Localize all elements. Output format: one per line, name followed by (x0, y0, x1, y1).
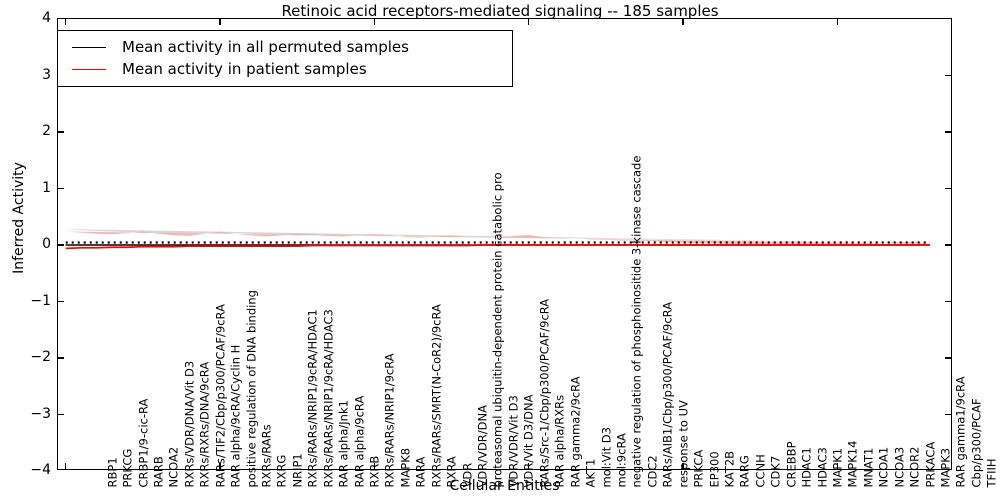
y-tick-mark-right (945, 357, 951, 359)
y-tick-mark (58, 300, 64, 303)
y-tick-mark-right (945, 244, 951, 246)
x-tick-mark-bottom (219, 463, 221, 469)
x-tick-mark-top (373, 19, 376, 25)
patient-std-band (65, 231, 930, 244)
x-tick-mark-top (219, 19, 221, 25)
legend-label-permuted: Mean activity in all permuted samples (122, 38, 409, 56)
y-tick-label: −3 (30, 405, 51, 422)
x-tick-mark-top (527, 19, 530, 25)
x-axis-title: Cellular Entities (449, 478, 560, 494)
y-tick-mark (58, 187, 64, 190)
y-tick-label: 4 (42, 10, 51, 26)
x-tick-mark-top (682, 19, 684, 25)
legend-line-red-icon (72, 68, 106, 70)
legend-item-patient: Mean activity in patient samples (58, 58, 512, 80)
x-tick-mark-bottom (65, 463, 67, 469)
y-tick-mark-right (945, 187, 951, 190)
y-tick-mark-right (945, 300, 951, 303)
x-tick-mark-top (836, 19, 838, 25)
patient-mean-line (65, 244, 930, 250)
chart-title: Retinoic acid receptors-mediated signali… (281, 2, 719, 20)
x-tick-mark-bottom (682, 463, 684, 469)
y-tick-mark (58, 413, 64, 416)
data-band-svg (65, 229, 930, 250)
y-tick-mark (58, 244, 64, 246)
legend-line-black-icon (72, 46, 106, 48)
chart-legend: Mean activity in all permuted samples Me… (57, 30, 513, 87)
y-axis-title: Inferred Activity (11, 162, 27, 274)
legend-item-permuted: Mean activity in all permuted samples (58, 36, 512, 58)
x-tick-mark-top (65, 19, 67, 25)
y-tick-label: 0 (42, 236, 51, 252)
x-tick-mark-bottom (836, 463, 838, 469)
y-tick-mark (58, 131, 64, 133)
y-tick-label: −2 (30, 349, 51, 365)
y-tick-label: −1 (30, 292, 51, 309)
y-tick-label: 1 (42, 179, 51, 196)
y-tick-mark (58, 357, 64, 359)
x-category-label: Cbp/p300/PCAF (969, 397, 984, 487)
y-tick-mark-right (945, 74, 951, 77)
y-tick-label: 3 (42, 66, 51, 83)
y-tick-label: 2 (42, 123, 51, 139)
legend-label-patient: Mean activity in patient samples (122, 60, 367, 78)
y-axis-tick-labels: −4 −3 −2 −1 0 1 2 3 4 (0, 0, 51, 500)
x-tick-mark-bottom (373, 463, 376, 469)
y-tick-label: −4 (30, 462, 51, 478)
y-tick-mark-right (945, 413, 951, 416)
x-tick-mark-bottom (527, 463, 530, 469)
x-category-label: RAR gamma1/9cRA (953, 375, 968, 487)
permuted-std-band (65, 229, 930, 244)
y-tick-mark-right (945, 131, 951, 133)
x-category-label: TFIIH (984, 457, 999, 487)
